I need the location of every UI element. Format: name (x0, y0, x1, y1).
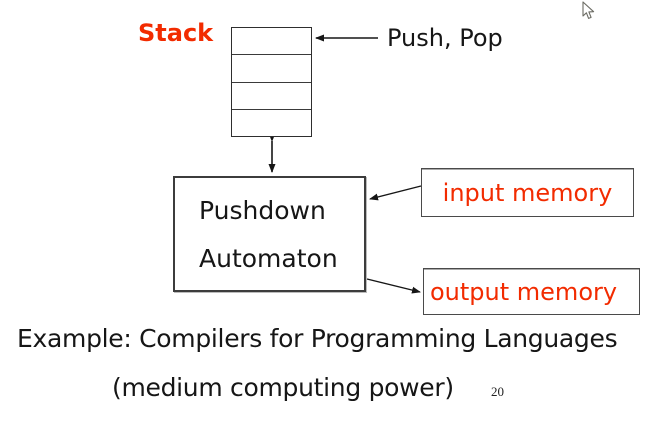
output-memory-label: output memory (430, 277, 618, 306)
stack-box (231, 27, 312, 137)
input-memory-box: input memory (421, 168, 634, 217)
stack-cell (232, 108, 311, 136)
stack-cell (232, 81, 311, 109)
pda-to-output-arrow (366, 278, 421, 294)
push-pop-label: Push, Pop (387, 24, 503, 52)
output-memory-box: output memory (423, 268, 640, 315)
caption-line1: Example: Compilers for Programming Langu… (17, 324, 618, 353)
pushdown-automaton-box: Pushdown Automaton (173, 176, 366, 292)
page-number: 20 (491, 384, 504, 399)
input-to-pda-arrow (369, 185, 422, 201)
stack-title: Stack (138, 19, 214, 47)
stack-cell (232, 54, 311, 81)
caption-line2: (medium computing power) (112, 373, 454, 402)
mouse-cursor-icon (582, 1, 595, 19)
pda-label-line1: Pushdown (199, 196, 326, 225)
pda-label-line2: Automaton (199, 244, 338, 273)
input-memory-label: input memory (442, 178, 613, 207)
stack-cell (232, 28, 311, 54)
